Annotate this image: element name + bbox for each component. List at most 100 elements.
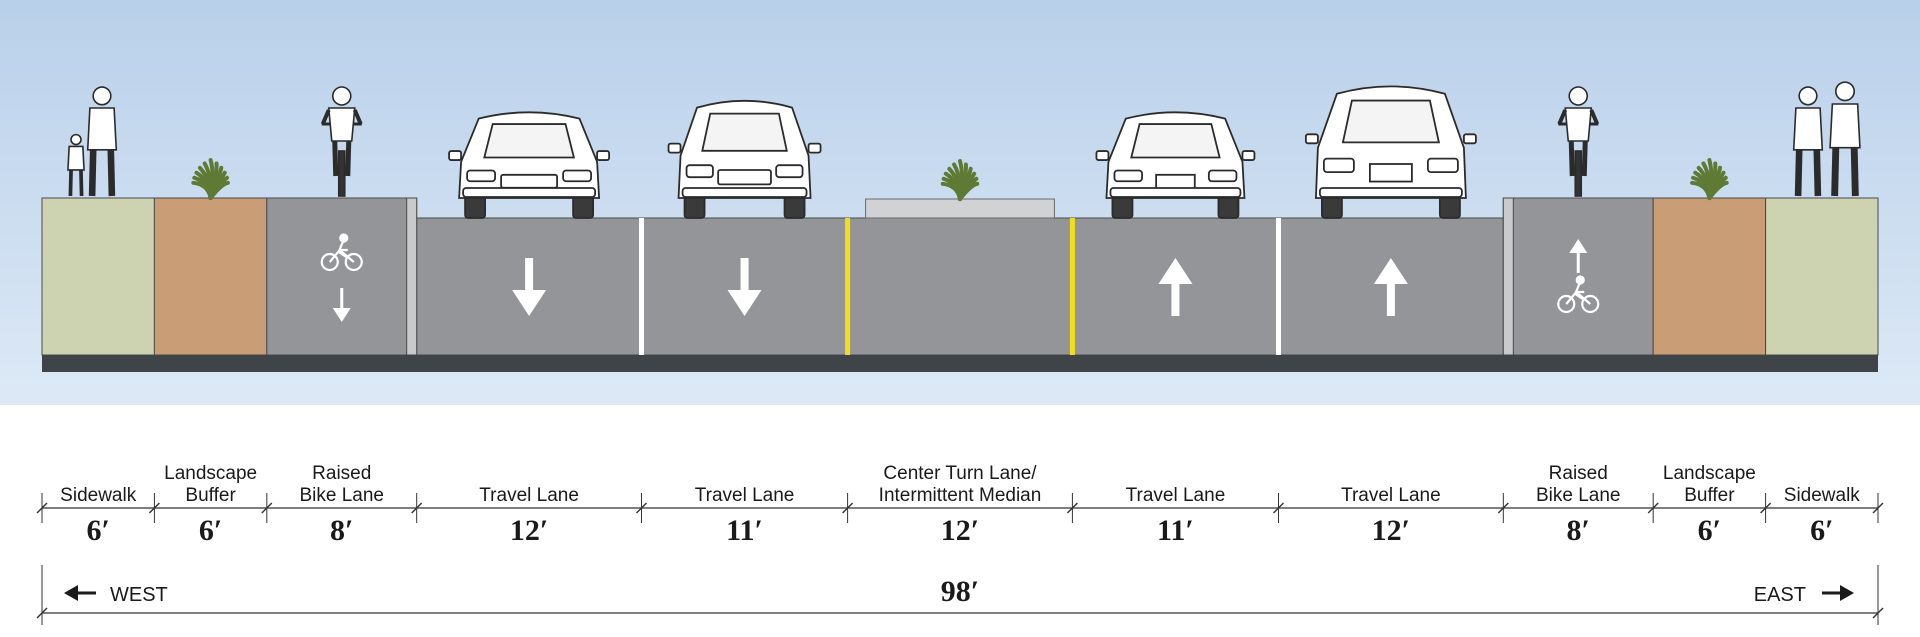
total-width-label: 98′ <box>941 575 979 608</box>
mirror <box>1304 133 1319 145</box>
dimension-slash <box>1760 502 1772 514</box>
lane-arrow-icon <box>1373 258 1408 316</box>
lane-arrow-icon <box>1158 258 1193 316</box>
lane-line <box>1275 218 1281 355</box>
person-torso <box>86 107 118 151</box>
bike-wheel <box>320 252 339 272</box>
arrow-right-icon <box>1840 585 1854 601</box>
dimension-slash <box>1497 502 1509 514</box>
segment-width-label: 12′ <box>941 514 979 547</box>
person-legs <box>88 149 116 197</box>
car-rear-icon <box>1095 111 1256 219</box>
bike-wheel-front <box>1574 150 1583 197</box>
dimension-slash <box>1872 607 1884 619</box>
plant-leaf <box>958 181 980 201</box>
bike-symbol-icon <box>1557 275 1600 314</box>
bike-wheel <box>1557 294 1576 314</box>
arrow-left-icon <box>64 585 78 601</box>
mirror <box>1462 133 1477 145</box>
windshield <box>1130 123 1221 159</box>
license-plate <box>1155 173 1196 190</box>
rider-torso <box>327 107 356 142</box>
plant-icon <box>940 159 980 201</box>
windshield <box>1341 99 1441 144</box>
rider-head <box>331 86 352 106</box>
bumper <box>681 187 808 198</box>
light <box>466 169 497 183</box>
rider-head <box>339 233 349 243</box>
dimension-slash <box>1647 502 1659 514</box>
surface-buffer <box>1652 197 1767 356</box>
plant-icon <box>191 158 230 200</box>
light <box>1207 169 1238 183</box>
dimension-slash <box>148 502 160 514</box>
dimension-slash <box>261 502 273 514</box>
pedestrian-icon <box>1792 86 1824 197</box>
surface-median <box>847 217 1073 356</box>
person-head <box>92 86 112 106</box>
bumper <box>1318 187 1463 198</box>
curb <box>1502 197 1514 356</box>
mirror <box>448 150 463 161</box>
lane-arrow-icon <box>1569 239 1588 273</box>
mirror <box>1241 150 1256 161</box>
segment-width-label: 8′ <box>330 514 353 547</box>
rider-head <box>1575 275 1585 285</box>
segment-name-label: Raised <box>312 463 371 484</box>
segment-name-label: Travel Lane <box>1126 485 1226 506</box>
segment-name-label: Center Turn Lane/ <box>883 463 1037 484</box>
arrow-head <box>1373 258 1408 284</box>
arrow-shaft <box>740 258 749 290</box>
person-head <box>1835 81 1856 102</box>
surface-buffer <box>153 197 268 356</box>
grille <box>500 173 559 189</box>
wheel <box>1320 195 1343 219</box>
wheel <box>1217 195 1240 219</box>
surface-bike <box>266 197 418 356</box>
segment-width-label: 11′ <box>726 514 763 547</box>
segment-width-label: 6′ <box>1810 514 1833 547</box>
light <box>1322 157 1355 174</box>
light <box>562 169 593 183</box>
person-legs <box>1831 147 1859 197</box>
arrow-head <box>727 290 762 316</box>
segment-width-label: 6′ <box>1698 514 1721 547</box>
lane-arrow-icon <box>727 258 762 316</box>
east-indicator: EAST <box>1754 584 1854 606</box>
dimension-slash <box>411 502 423 514</box>
person-torso <box>67 145 85 171</box>
segment-width-label: 6′ <box>86 514 109 547</box>
light <box>685 164 714 179</box>
arrow-head <box>1569 239 1588 253</box>
bike-wheel <box>1581 294 1600 314</box>
arrow-head <box>512 290 547 316</box>
wheel <box>464 195 487 219</box>
mirror <box>596 150 611 161</box>
pedestrian-icon <box>86 86 118 197</box>
street-layer <box>41 197 1879 372</box>
mirror <box>1095 150 1110 161</box>
person-head <box>70 133 82 146</box>
arrow-shaft <box>1576 253 1580 273</box>
rider-head <box>1568 86 1589 106</box>
segment-width-label: 12′ <box>510 514 548 547</box>
car-front-icon <box>448 111 611 219</box>
rider-arms <box>320 109 363 125</box>
dimension-slash <box>36 607 48 619</box>
east-label: EAST <box>1754 584 1806 606</box>
median-block <box>865 198 1055 219</box>
grille <box>717 169 772 186</box>
wheel <box>1111 195 1134 219</box>
lane-line <box>639 218 645 355</box>
rider-body <box>337 241 349 259</box>
dimension-slash <box>842 502 854 514</box>
rider-torso <box>1564 107 1593 142</box>
license-plate <box>1368 163 1413 183</box>
segment-width-label: 12′ <box>1372 514 1410 547</box>
mirror <box>807 142 822 154</box>
pavement-base <box>42 355 1878 372</box>
bumper <box>1109 187 1242 198</box>
segment-width-label: 6′ <box>199 514 222 547</box>
segment-name-label: Landscape <box>1663 463 1756 484</box>
